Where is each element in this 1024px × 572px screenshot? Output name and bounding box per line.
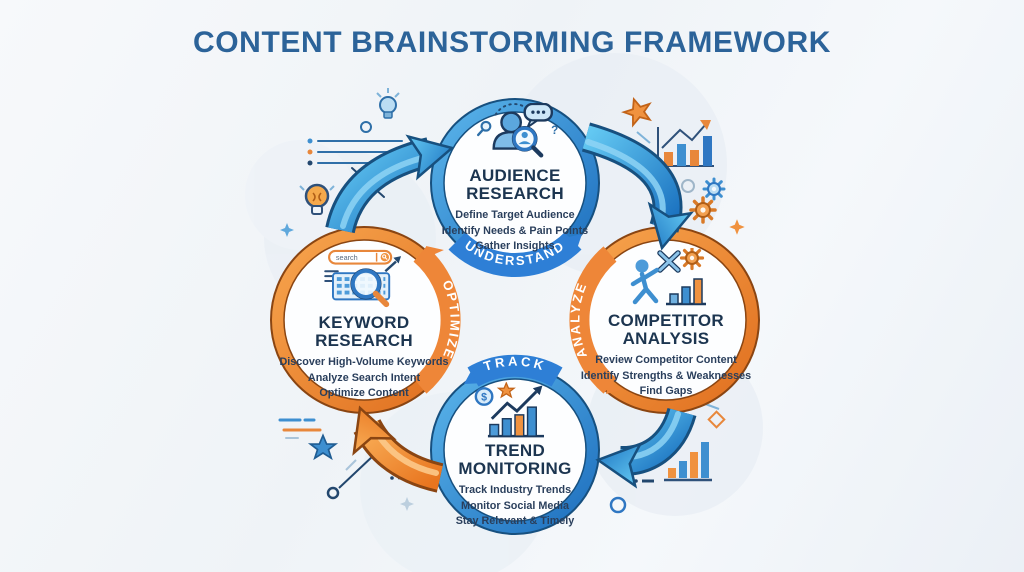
trend-monitoring-icon: $ [474, 382, 544, 438]
circle-outline-decoration [609, 496, 627, 514]
competitor-analysis-icon [630, 248, 706, 306]
dash-decoration [278, 418, 322, 439]
trend-monitoring-ring [430, 365, 600, 535]
lightbulb-icon [376, 88, 400, 119]
gear-icon [702, 177, 726, 201]
lightbulb-icon [299, 183, 335, 215]
star-icon [621, 96, 652, 128]
bar-chart-icon [634, 442, 712, 483]
dash-decoration [636, 131, 651, 144]
keyword-research-icon: search [324, 249, 402, 308]
keyword-research-node: search KEYWORD RESEARCH [264, 248, 464, 401]
node-title: AUDIENCE RESEARCH [466, 166, 564, 204]
circle-outline-decoration [360, 121, 372, 133]
diamond-outline-decoration [707, 410, 726, 429]
sparkle-icon [729, 219, 745, 235]
flow-label-optimize: OPTIMIZE [420, 239, 461, 386]
svg-text:$: $ [481, 391, 487, 403]
svg-text:TRACK: TRACK [482, 354, 548, 374]
audience-research-node: ? AUDIENCE RESEARCH Define Target Audien… [415, 103, 615, 254]
flow-arrow-competitor-to-trend [595, 407, 697, 489]
competitor-analysis-node: COMPETITOR ANALYSIS Review Competitor Co… [566, 248, 766, 399]
page-title: CONTENT BRAINSTORMING FRAMEWORK [192, 26, 831, 59]
node-title: COMPETITOR ANALYSIS [607, 311, 725, 349]
flow-label-track: TRACK [459, 354, 557, 392]
flow-arrow-trend-to-keyword [352, 405, 444, 493]
flow-arrow-keyword-to-audience [325, 134, 455, 234]
flow-label-analyze: ANALYZE [567, 254, 624, 400]
flow-arrow-audience-to-competitor [581, 122, 694, 251]
gear-icon [689, 196, 717, 224]
audience-research-icon: ? [476, 103, 558, 158]
svg-text:ANALYZE: ANALYZE [567, 280, 590, 361]
node-title: TREND MONITORING [458, 441, 572, 479]
node-points: Review Competitor Content Identify Stren… [580, 354, 752, 398]
svg-text:search: search [336, 253, 358, 262]
node-points: Define Target Audience Identify Needs & … [441, 209, 589, 253]
star-icon [307, 433, 339, 461]
trend-monitoring-node: $ TREND MONITORING Track Industry Trends… [415, 382, 615, 529]
sparkle-icon [400, 497, 414, 511]
node-title: KEYWORD RESEARCH [315, 313, 413, 351]
star-icon [496, 382, 516, 399]
sparkle-icon [280, 223, 294, 237]
node-points: Track Industry Trends Monitor Social Med… [455, 484, 575, 528]
circle-outline-decoration [681, 179, 695, 193]
svg-text:?: ? [551, 124, 558, 137]
node-points: Discover High-Volume Keywords Analyze Se… [279, 356, 449, 400]
